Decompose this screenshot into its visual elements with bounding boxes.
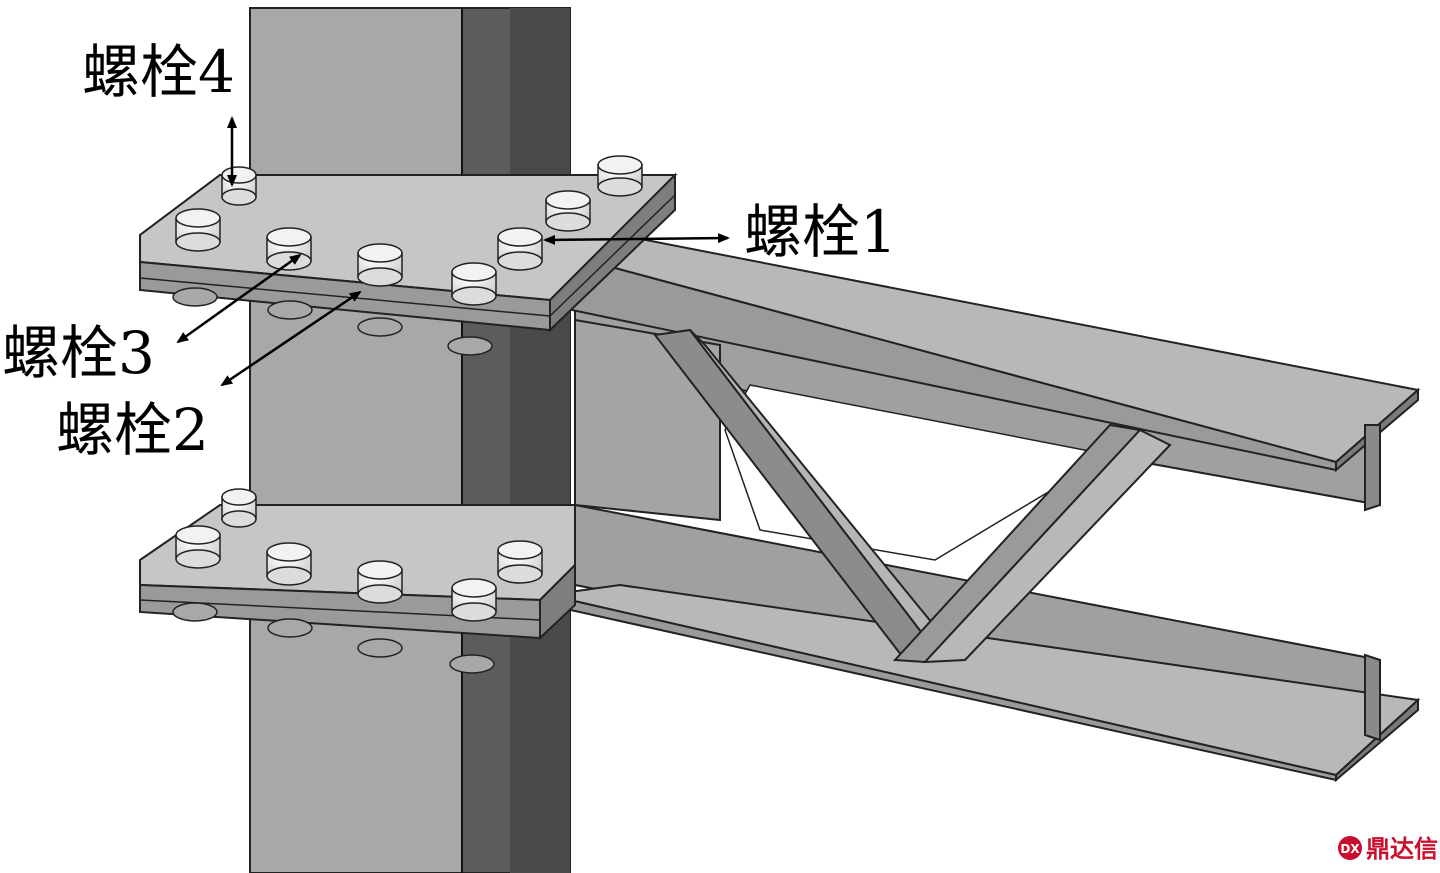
arrow-bolt2	[220, 290, 362, 387]
arrow-bolt1	[543, 233, 730, 245]
column-side-highlight	[510, 8, 570, 873]
diagonal-braces	[653, 328, 1172, 664]
label-bolt4: 螺栓4	[82, 38, 235, 106]
watermark-text: 鼎达信	[1366, 835, 1438, 863]
lower-bolts	[175, 488, 543, 622]
leader-arrows	[176, 116, 730, 387]
bolt-head	[175, 208, 221, 252]
bolt-head	[451, 578, 497, 622]
lower-end-plate	[139, 504, 576, 641]
bolt-head	[175, 525, 221, 569]
column-front-face	[249, 7, 463, 873]
bolt-head	[221, 488, 257, 528]
upper-plate-side	[549, 172, 676, 333]
upper-beam-stem-end	[1364, 424, 1381, 512]
bolt-head	[451, 262, 497, 306]
bolt-head	[221, 166, 257, 206]
label-bolt1: 螺栓1	[744, 198, 897, 266]
bolt-head	[597, 155, 643, 197]
brace-right-face	[922, 428, 1172, 664]
bolt-head	[497, 227, 543, 271]
lower-beam-stem-end	[1364, 653, 1381, 742]
watermark: DX 鼎达信	[1338, 835, 1438, 863]
bolt-head	[357, 560, 403, 604]
upper-beam	[547, 233, 1421, 512]
bolt-head	[357, 243, 403, 287]
label-bolt3: 螺栓3	[2, 319, 155, 387]
upper-bolts	[175, 155, 643, 306]
label-bolt2: 螺栓2	[56, 396, 209, 464]
bolt-head	[545, 190, 591, 232]
bolt-head	[497, 540, 543, 584]
lower-bolt-nuts	[172, 602, 495, 674]
column	[249, 7, 571, 873]
lower-plate-side	[539, 562, 576, 641]
bolt-head	[266, 542, 312, 586]
watermark-logo-icon	[1338, 836, 1362, 860]
svg-text:DX: DX	[1340, 842, 1360, 856]
